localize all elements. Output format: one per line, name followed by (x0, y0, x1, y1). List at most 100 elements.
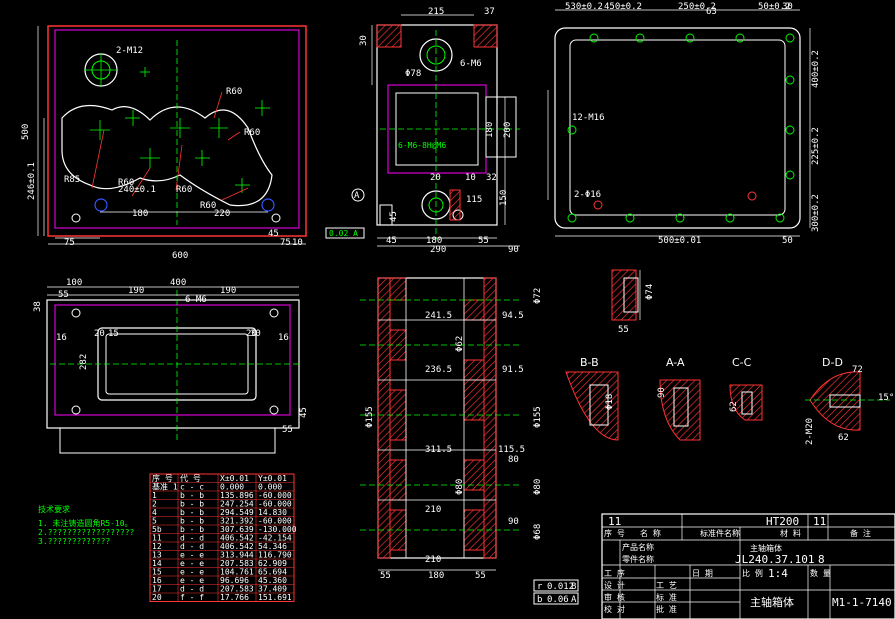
mark-label: r (537, 582, 543, 592)
title-part-no: M1-1-7140 (832, 596, 892, 609)
coord-table-cell: 16 (152, 576, 162, 585)
coord-table-cell: b - b (180, 517, 204, 526)
coord-table-cell: 313.944 (220, 551, 254, 560)
dim-label: 30 (782, 2, 793, 12)
coord-table-cell: -130.000 (258, 525, 297, 534)
coord-table-header: 代 号 (180, 473, 201, 483)
dim-label: 600 (172, 251, 188, 261)
dim-label: 10 (465, 173, 476, 183)
title-qty: 11 (813, 515, 826, 528)
dim-label: R60 (176, 185, 192, 195)
dim-label: 15 (108, 329, 119, 339)
coord-table-cell: e - e (180, 559, 204, 568)
dim-label: 500 (21, 124, 31, 140)
coord-table-cell: 5b (152, 525, 162, 534)
title-label: 审 核 (604, 592, 625, 602)
tolerance-label: 0.02 A (329, 229, 358, 238)
dim-label: 12-M16 (572, 113, 605, 123)
top-right-view: 530±0.2 450±0.2 250±0.2 50±0.2 30 63 12-… (547, 2, 821, 246)
dim-label: 2-M12 (116, 46, 143, 56)
detail-views: 55 Φ74 B-B A-A C-C D-D Φ18 2-M20 72 15° … (565, 269, 894, 445)
dim-label: 6-M6-8H@M6 (398, 141, 446, 150)
dim-label: Φ74 (645, 284, 655, 300)
dim-label: 240±0.1 (118, 185, 156, 195)
coord-table-cell: 11 (152, 534, 162, 543)
coord-table-cell: 14 (152, 559, 162, 568)
coord-table-cell: 17.766 (220, 593, 249, 602)
datum-circle (351, 188, 365, 202)
coord-table-cell: 15 (152, 568, 162, 577)
dim-label: 241.5 (425, 311, 452, 321)
section-label: A-A (666, 356, 685, 369)
title-label: 标准件名称 (700, 528, 740, 538)
coord-table-cell: 406.542 (220, 542, 254, 551)
coord-table-header: X±0.01 (220, 474, 249, 483)
title-label: 工 艺 (656, 581, 677, 590)
dim-label: 180 (428, 571, 444, 581)
coord-table-cell: 294.549 (220, 508, 254, 517)
dim-label: R60 (226, 87, 242, 97)
title-label: 校 对 (604, 604, 625, 614)
title-label: 批 准 (656, 604, 677, 614)
title-label: 备 注 (850, 528, 871, 538)
dim-label: 190 (220, 286, 236, 296)
coord-table-cell: 20 (152, 593, 162, 602)
section-label: C-C (732, 356, 752, 369)
coord-table-header: Y±0.01 (258, 474, 287, 483)
coord-table-header: 序 号 (152, 473, 173, 483)
title-product-label: 产品名称 (622, 542, 654, 552)
dim-label: Φ68 (533, 524, 543, 540)
dim-label: 180 (426, 236, 442, 246)
coord-table-cell: b - b (180, 500, 204, 509)
title-name: 主轴箱体 (750, 543, 782, 553)
title-material: HT200 (766, 515, 799, 528)
coord-table-cell: 0.000 (220, 483, 244, 492)
dim-label: Φ80 (533, 479, 543, 495)
title-block: 11 HT200 11 序 号 名 称 标准件名称 材 料 备 注 产品名称 零… (601, 513, 895, 619)
coord-table-cell: d - d (180, 585, 204, 594)
dim-label: 300±0.2 (811, 194, 821, 232)
surface-marks: r 0.012 B b 0.06 A (533, 579, 579, 605)
dim-label: Φ78 (405, 69, 421, 79)
dim-label: 45 (386, 236, 397, 246)
mark-ref: B (571, 582, 576, 592)
dim-label: R60 (244, 128, 260, 138)
dim-label: 215 (428, 7, 444, 17)
coord-table-cell: 151.691 (258, 593, 292, 602)
dim-label: Φ72 (533, 288, 543, 304)
title-part-label: 零件名称 (622, 554, 654, 564)
dim-label: 16 (278, 333, 289, 343)
mark-label: b (537, 595, 542, 605)
dim-label: R60 (200, 201, 216, 211)
coord-table-cell: 207.583 (220, 559, 254, 568)
coord-table-cell: -60.000 (258, 517, 292, 526)
coord-table-cell: 207.583 (220, 585, 254, 594)
coord-table-cell: 96.696 (220, 576, 249, 585)
dim-label: 62 (838, 433, 849, 443)
title-sheet: 8 (818, 553, 825, 566)
tolerance-frame (325, 227, 365, 239)
coord-table-frame (149, 473, 295, 602)
dim-label: 94.5 (502, 311, 524, 321)
coord-table-cell: 65.694 (258, 568, 287, 577)
dim-label: 200 (503, 122, 513, 138)
dim-label: 10 (292, 238, 303, 248)
coord-table-cell: -42.154 (258, 534, 292, 543)
middle-section-view: 241.5 94.5 236.5 91.5 311.5 115.5 210 21… (360, 277, 543, 581)
coord-table-cell: 104.761 (220, 568, 254, 577)
dim-label: 55 (58, 290, 69, 300)
tech-note-line: 2.?????????????????? (38, 528, 135, 537)
mark-value: 0.06 (547, 595, 569, 605)
dim-label: 90 (508, 245, 519, 255)
coord-table-cell: 62.909 (258, 559, 287, 568)
title-label: 数 量 (810, 568, 831, 578)
dim-label: 55 (282, 425, 293, 435)
dim-label: 20 (246, 329, 257, 339)
dim-label: 290 (430, 245, 446, 255)
dim-label: 250±0.2 (678, 2, 716, 12)
dim-label: 63 (706, 7, 717, 17)
dim-label: 45 (299, 407, 309, 418)
dim-label: 225±0.2 (811, 127, 821, 165)
dim-label: 62 (729, 401, 739, 412)
